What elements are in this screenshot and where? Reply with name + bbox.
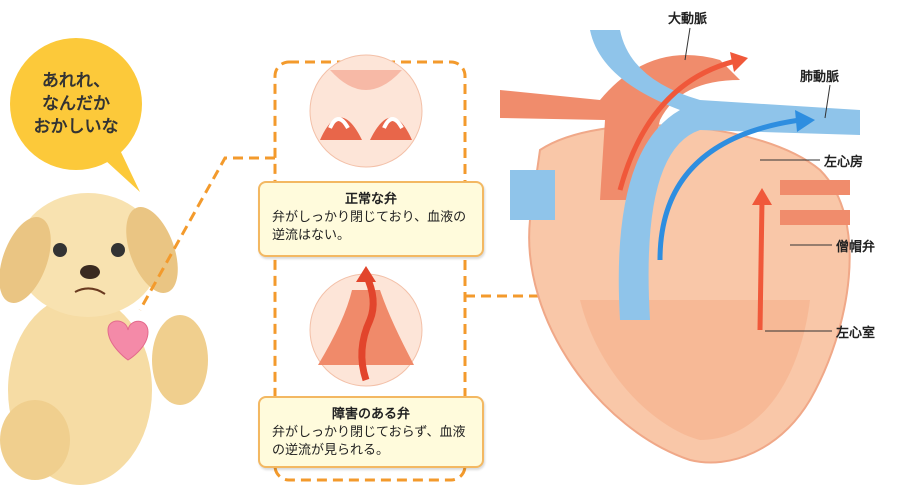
speech-bubble <box>10 38 142 192</box>
normal-valve-caption: 正常な弁 弁がしっかり閉じており、血液の逆流はない。 <box>258 181 484 257</box>
damaged-valve-description: 弁がしっかり閉じておらず、血液の逆流が見られる。 <box>272 425 466 458</box>
speech-line: あれれ、 <box>41 71 111 91</box>
speech-bubble-text: あれれ、 なんだか おかしいな <box>20 70 132 139</box>
label-mitral-valve: 僧帽弁 <box>836 240 876 255</box>
normal-valve-description: 弁がしっかり閉じており、血液の逆流はない。 <box>272 210 467 243</box>
damaged-valve-caption: 障害のある弁 弁がしっかり閉じておらず、血液の逆流が見られる。 <box>258 396 484 468</box>
dog-illustration <box>0 193 208 485</box>
label-pulmonary-artery: 肺動脈 <box>800 70 840 85</box>
label-left-ventricle: 左心室 <box>836 326 876 341</box>
normal-valve-title: 正常な弁 <box>344 192 397 207</box>
damaged-valve-image <box>309 266 423 387</box>
heart-diagram <box>500 30 860 464</box>
label-leaders <box>684 27 832 332</box>
speech-line: なんだか <box>42 94 110 114</box>
speech-line: おかしいな <box>33 117 119 137</box>
label-aorta: 大動脈 <box>668 12 708 27</box>
damaged-valve-title: 障害のある弁 <box>331 407 410 422</box>
label-left-atrium: 左心房 <box>824 155 864 170</box>
normal-valve-image <box>309 54 423 168</box>
